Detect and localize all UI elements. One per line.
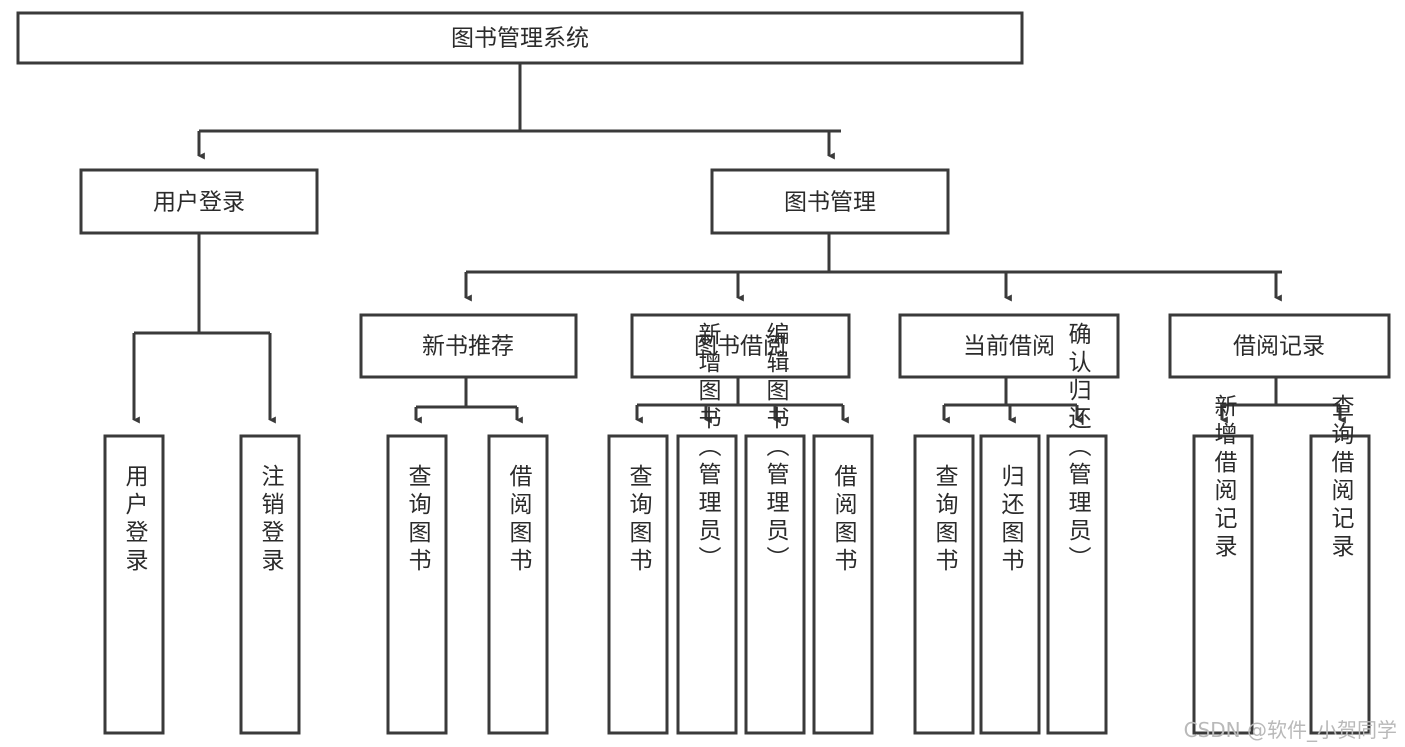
leaf-borrow-book-2-label: 借阅图书 bbox=[830, 464, 858, 576]
node-current-borrow-label: 当前借阅 bbox=[963, 334, 1055, 360]
leaf-borrow-book-2[interactable]: 借阅图书 bbox=[812, 434, 874, 735]
leaf-edit-book[interactable]: 编辑图书（管理员） bbox=[744, 322, 806, 735]
leaf-add-book-label: 新增图书（管理员） bbox=[694, 322, 722, 574]
leaf-query-book-2-label: 查询图书 bbox=[625, 464, 653, 576]
node-borrow-record-label: 借阅记录 bbox=[1233, 334, 1325, 360]
connector-bookborrow-to-leaves bbox=[635, 377, 849, 424]
connector-userlogin-to-leaves bbox=[132, 233, 276, 424]
node-book-manage[interactable]: 图书管理 bbox=[710, 168, 950, 235]
connector-currentborrow-to-leaves bbox=[942, 377, 1083, 424]
leaf-borrow-book-1[interactable]: 借阅图书 bbox=[487, 434, 549, 735]
leaf-query-book-1-label: 查询图书 bbox=[404, 464, 432, 576]
leaf-query-book-2[interactable]: 查询图书 bbox=[607, 434, 669, 735]
node-new-book-recommend[interactable]: 新书推荐 bbox=[359, 313, 578, 379]
leaf-user-login[interactable]: 用户登录 bbox=[103, 434, 165, 735]
leaf-confirm-return[interactable]: 确认归还（管理员） bbox=[1046, 322, 1108, 735]
leaf-query-book-1[interactable]: 查询图书 bbox=[386, 434, 448, 735]
node-root[interactable]: 图书管理系统 bbox=[16, 11, 1024, 65]
connector-bookmanage-to-level3 bbox=[464, 233, 1282, 302]
leaf-add-record[interactable]: 新增借阅记录 bbox=[1192, 394, 1254, 735]
connector-newbook-to-leaves bbox=[414, 377, 523, 424]
leaf-edit-book-label: 编辑图书（管理员） bbox=[762, 322, 790, 574]
connector-root-to-level2 bbox=[197, 63, 841, 160]
leaf-return-book-label: 归还图书 bbox=[997, 464, 1025, 576]
leaf-user-login-label: 用户登录 bbox=[121, 464, 149, 576]
node-book-manage-label: 图书管理 bbox=[784, 190, 876, 216]
leaf-return-book[interactable]: 归还图书 bbox=[979, 434, 1041, 735]
csdn-watermark: CSDN @软件_小贺同学 bbox=[1183, 718, 1397, 742]
leaf-query-record[interactable]: 查询借阅记录 bbox=[1309, 394, 1371, 735]
leaf-borrow-book-1-label: 借阅图书 bbox=[505, 464, 533, 576]
node-book-borrow-label: 图书借阅 bbox=[694, 334, 786, 360]
node-user-login[interactable]: 用户登录 bbox=[79, 168, 319, 235]
leaf-add-record-label: 新增借阅记录 bbox=[1210, 394, 1238, 562]
node-book-borrow[interactable]: 图书借阅 bbox=[630, 313, 851, 379]
leaf-confirm-return-label: 确认归还（管理员） bbox=[1064, 322, 1092, 574]
leaf-query-record-label: 查询借阅记录 bbox=[1327, 394, 1355, 562]
node-borrow-record[interactable]: 借阅记录 bbox=[1168, 313, 1391, 379]
node-user-login-label: 用户登录 bbox=[153, 190, 245, 216]
node-current-borrow[interactable]: 当前借阅 bbox=[898, 313, 1120, 379]
leaf-user-logout[interactable]: 注销登录 bbox=[239, 434, 301, 735]
leaf-user-logout-label: 注销登录 bbox=[257, 464, 285, 576]
node-new-book-recommend-label: 新书推荐 bbox=[422, 334, 514, 360]
leaf-query-book-3-label: 查询图书 bbox=[931, 464, 959, 576]
connector-borrowrecord-to-leaves bbox=[1220, 377, 1346, 424]
leaf-add-book[interactable]: 新增图书（管理员） bbox=[676, 322, 738, 735]
leaf-query-book-3[interactable]: 查询图书 bbox=[913, 434, 975, 735]
node-root-label: 图书管理系统 bbox=[451, 26, 589, 52]
